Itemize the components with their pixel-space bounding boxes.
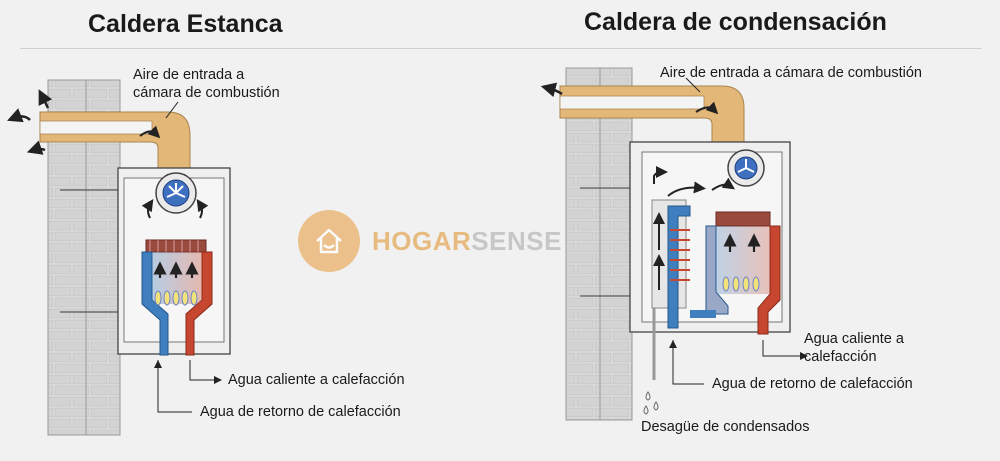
hogarsense-watermark: HOGARSENSE <box>298 210 562 272</box>
title-caldera-estanca: Caldera Estanca <box>88 10 283 38</box>
left-air-intake-label: Aire de entrada a cámara de combustión <box>133 66 280 102</box>
left-duct-inner <box>39 120 153 135</box>
arrow-icon <box>141 199 154 219</box>
arrow-icon <box>653 166 668 184</box>
right-heat-exchanger <box>715 211 771 227</box>
right-hot-water-line1: Agua caliente a <box>804 331 904 347</box>
arrow-icon <box>7 108 31 123</box>
arrow-icon <box>695 101 719 115</box>
left-diagram <box>7 79 231 436</box>
right-wall <box>565 67 633 421</box>
left-air-intake-line1: Aire de entrada a <box>133 67 245 83</box>
left-air-intake-line2: cámara de combustión <box>133 85 280 101</box>
arrow-icon <box>196 199 209 219</box>
flame-icon <box>154 290 198 306</box>
right-hot-pipe <box>757 225 781 335</box>
arrow-icon <box>38 89 53 109</box>
title-divider <box>20 48 982 49</box>
right-duct-inner <box>559 95 705 110</box>
right-return-pipe <box>667 205 691 329</box>
condensate-drain-label: Desagüe de condensados <box>641 419 810 435</box>
house-icon <box>298 210 360 272</box>
left-heat-exchanger <box>145 239 207 253</box>
watermark-part2: SENSE <box>471 225 562 256</box>
title-caldera-condensacion: Caldera de condensación <box>584 8 887 36</box>
right-hot-water-line2: calefacción <box>804 349 877 365</box>
watermark-part1: HOGAR <box>372 225 472 256</box>
arrow-icon <box>139 125 161 139</box>
arrow-icon <box>26 140 46 155</box>
fan-icon <box>155 172 197 214</box>
right-hot-water-label: Agua caliente a calefacción <box>804 330 904 366</box>
left-return-water-label: Agua de retorno de calefacción <box>200 404 401 420</box>
arrow-icon <box>540 82 563 98</box>
arrow-icon <box>667 181 706 197</box>
arrow-icon <box>711 177 735 191</box>
right-diagram <box>540 67 808 421</box>
right-return-water-label: Agua de retorno de calefacción <box>712 376 913 392</box>
watermark-text: HOGARSENSE <box>372 226 562 257</box>
flame-icon <box>722 276 760 292</box>
right-air-intake-label: Aire de entrada a cámara de combustión <box>660 65 922 81</box>
drop-icon <box>643 391 659 415</box>
fan-icon <box>727 149 765 187</box>
left-hot-water-label: Agua caliente a calefacción <box>228 372 405 388</box>
